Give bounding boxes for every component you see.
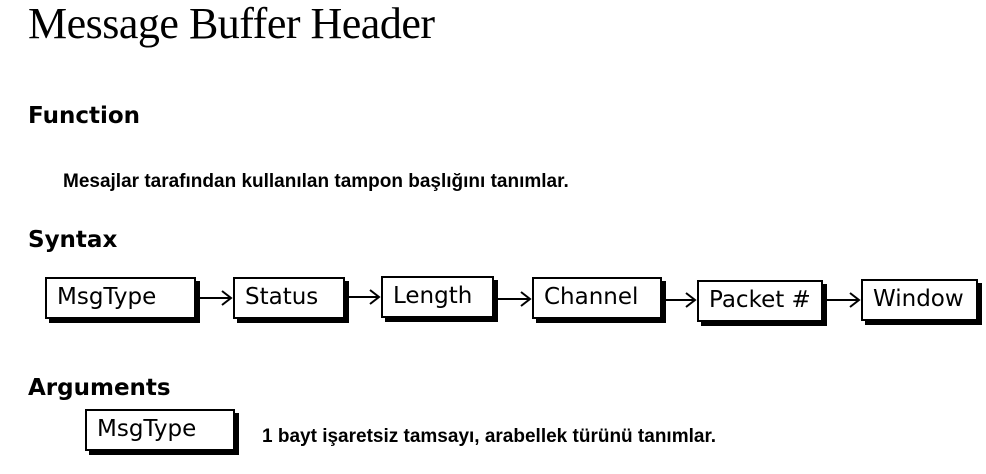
argument-description: 1 bayt işaretsiz tamsayı, arabellek türü… xyxy=(262,426,717,447)
syntax-field-status: Status xyxy=(233,277,345,319)
arrow-icon xyxy=(662,292,697,308)
syntax-heading: Syntax xyxy=(28,227,118,253)
syntax-field-packet: Packet # xyxy=(697,280,823,322)
arrow-icon xyxy=(345,289,381,305)
arrow-icon xyxy=(823,292,861,308)
arguments-heading: Arguments xyxy=(28,375,171,401)
arrow-icon xyxy=(196,290,233,306)
function-description: Mesajlar tarafından kullanılan tampon ba… xyxy=(63,171,569,192)
syntax-field-window: Window xyxy=(861,279,978,321)
page-title: Message Buffer Header xyxy=(28,0,435,48)
syntax-field-length: Length xyxy=(381,276,494,318)
syntax-field-msgtype: MsgType xyxy=(45,277,196,319)
function-heading: Function xyxy=(28,103,141,129)
arrow-icon xyxy=(494,291,532,307)
syntax-field-channel: Channel xyxy=(532,277,662,319)
argument-name-box: MsgType xyxy=(85,409,235,451)
